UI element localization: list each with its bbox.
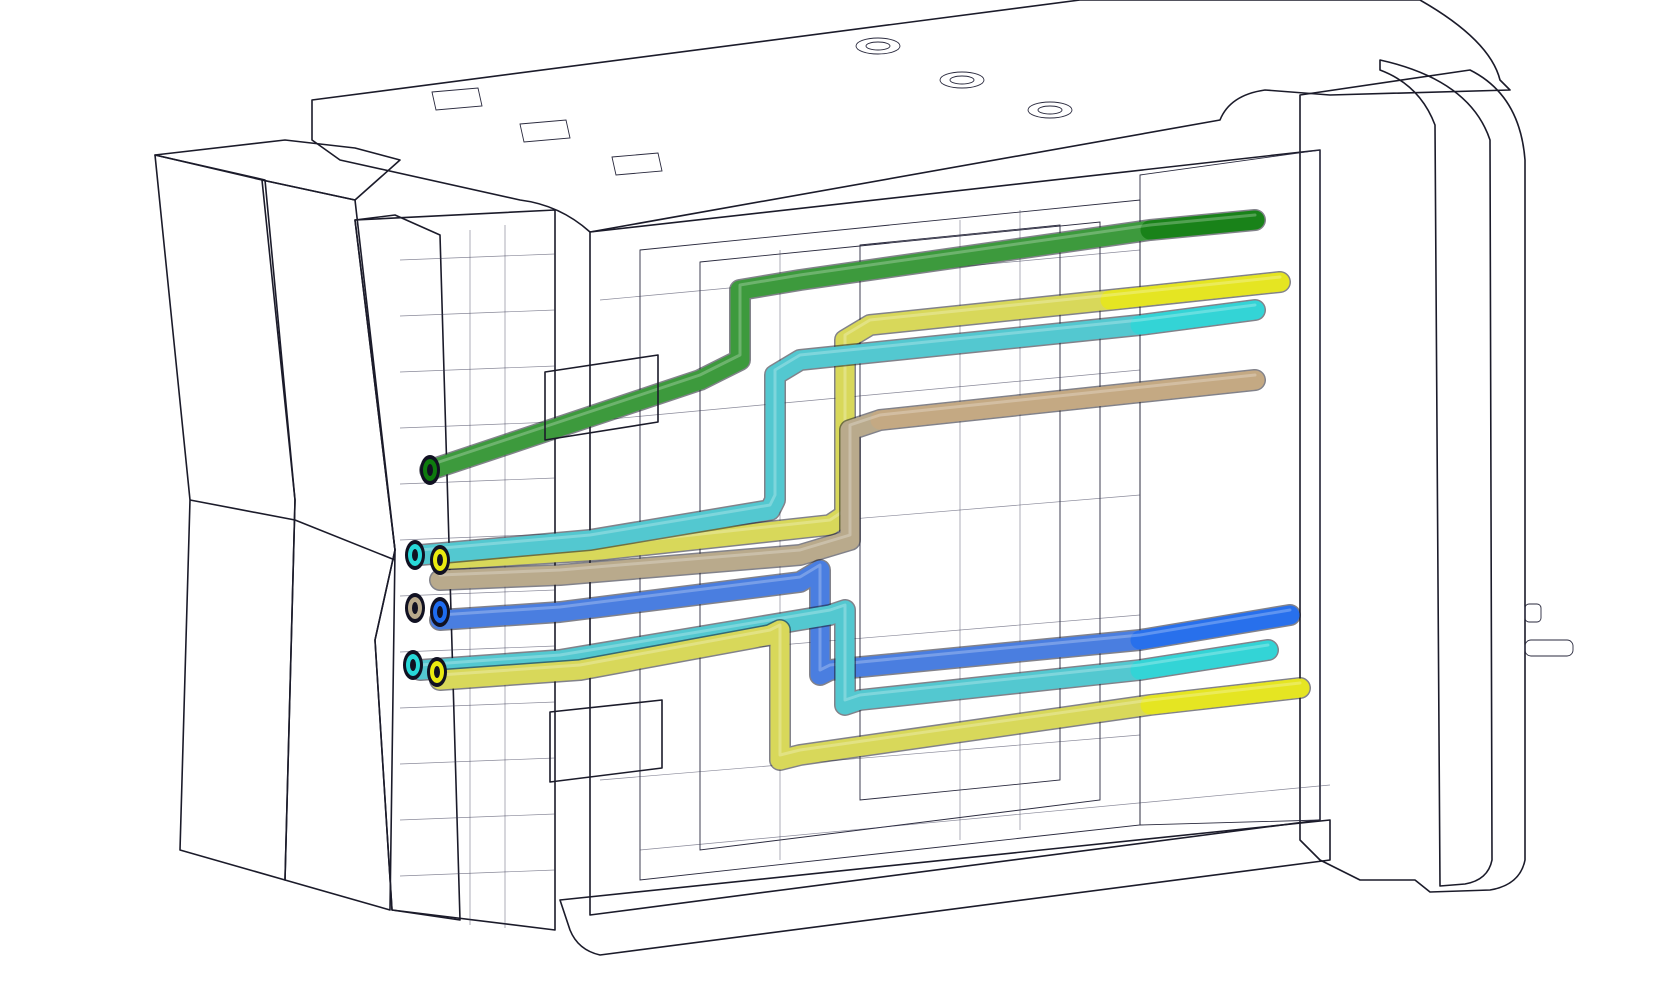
- connector-ring: [420, 455, 440, 485]
- seal-grid-line: [399, 813, 556, 821]
- left-block-outer: [154, 154, 296, 881]
- housing-top-plate: [311, 0, 1511, 233]
- connector-rings: [403, 455, 450, 687]
- mounting-hole-3-inner: [1037, 105, 1063, 115]
- seal-grid-line: [399, 365, 556, 373]
- housing-right-frame: [1299, 69, 1526, 893]
- left-block-middle: [261, 179, 396, 911]
- left-block-divider: [189, 499, 396, 561]
- housing-flange-rim: [1379, 59, 1493, 887]
- left-connector-blocks: [154, 139, 401, 911]
- inner-frame-line: [859, 224, 1061, 801]
- green-cable: [419, 209, 1266, 481]
- mounting-hole-2: [939, 71, 985, 89]
- connector-ring: [430, 597, 450, 627]
- seal-grid-line: [399, 253, 556, 261]
- connector-ring: [430, 545, 450, 575]
- housing-shell: [311, 0, 1526, 956]
- mounting-hole-1: [855, 37, 901, 55]
- inner-frame-line: [599, 734, 1141, 781]
- vent-slot-2: [519, 119, 571, 143]
- mounting-hole-3: [1027, 101, 1073, 119]
- bracket-tab-top: [544, 354, 659, 441]
- seal-grid-line: [399, 701, 556, 709]
- inner-frame-line: [599, 369, 1141, 421]
- vent-slot-1: [431, 87, 483, 111]
- yellow-cable-bottom: [429, 619, 1311, 771]
- seal-grid-line: [399, 645, 556, 653]
- cyan-cable-top: [409, 299, 1266, 566]
- tan-cable: [429, 369, 1266, 591]
- connector-ring: [405, 593, 425, 623]
- vent-slot-3: [611, 152, 663, 176]
- seal-grid-line: [399, 757, 556, 765]
- cyan-cable-bottom: [409, 599, 1279, 716]
- seal-grid-line: [399, 421, 556, 429]
- housing-bottom-plate: [559, 819, 1331, 956]
- interior-right-wall: [1139, 149, 1321, 826]
- pin-cyan-stub: [1524, 603, 1542, 623]
- cable-harness: [409, 209, 1311, 771]
- pin-yellow-stub: [1524, 639, 1574, 657]
- top-plate-details: [431, 37, 1073, 176]
- inner-frame-line: [639, 784, 1331, 851]
- connector-ring: [427, 657, 447, 687]
- seal-side-face: [354, 214, 461, 921]
- seal-grid-line: [399, 869, 556, 877]
- seal-grid-line: [399, 589, 556, 597]
- mounting-hole-1-inner: [865, 41, 891, 51]
- connector-ring: [403, 650, 423, 680]
- seal-grid-line: [399, 309, 556, 317]
- bracket-tab-bottom: [549, 699, 663, 783]
- mounting-hole-2-inner: [949, 75, 975, 85]
- connector-ring: [405, 540, 425, 570]
- bracket-tabs: [544, 354, 663, 783]
- left-block-top-cap: [154, 139, 401, 201]
- right-side-pins: [1524, 603, 1574, 657]
